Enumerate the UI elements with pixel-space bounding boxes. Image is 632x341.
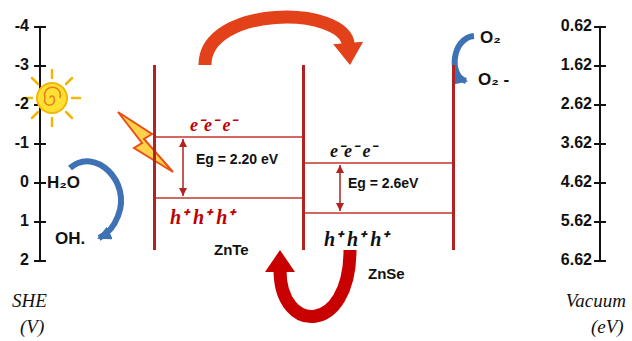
species-label: O₂ — [480, 28, 501, 48]
she-axis — [34, 27, 46, 261]
reaction-arrow — [70, 161, 121, 238]
band-text: Eg = 2.6eV — [348, 175, 418, 191]
axis-tick-label: 5.62 — [561, 212, 592, 230]
arrow-head — [265, 250, 295, 272]
axis-title: Vacuum — [566, 290, 626, 312]
band-text: h⁺ h⁺ h⁺ — [324, 225, 388, 252]
axis-tick-label: -1 — [15, 134, 29, 152]
axis-tick-label: 2.62 — [561, 95, 592, 113]
axis-tick-label: 4.62 — [561, 173, 592, 191]
charge-transfer-arrow — [205, 17, 363, 65]
charge-transfer-arrow — [265, 250, 350, 317]
axis-tick-label: -2 — [15, 95, 29, 113]
gap-arrow — [182, 139, 184, 196]
arrow-head — [333, 42, 363, 65]
species-label: O₂ - — [478, 70, 509, 90]
axis-title: (V) — [20, 316, 44, 338]
band-text: e⁻e⁻ e⁻ — [190, 112, 236, 136]
semiconductor-band: e⁻e⁻ e⁻Eg = 2.6eVh⁺ h⁺ h⁺ZnSe — [302, 65, 455, 250]
axis-tick-label: 3.62 — [561, 134, 592, 152]
band-text: Eg = 2.20 eV — [196, 151, 278, 167]
species-label: OH. — [55, 229, 85, 249]
reaction-arrow — [455, 36, 474, 81]
species-label: H₂O — [47, 173, 80, 193]
vacuum-axis — [594, 27, 606, 261]
axis-tick-label: 1 — [20, 212, 29, 230]
axis-title: SHE — [12, 290, 47, 312]
arrow-shaft — [205, 17, 348, 65]
axis-tick-label: -4 — [15, 17, 29, 35]
axis-tick-label: -3 — [15, 56, 29, 74]
axis-tick-label: 2 — [20, 251, 29, 269]
light-bolt — [118, 112, 173, 172]
sun-icon — [24, 70, 80, 126]
axis-tick-label: 0 — [20, 173, 29, 191]
arrow-shaft — [280, 250, 350, 317]
material-name: ZnTe — [214, 241, 249, 258]
axis-tick-label: 6.62 — [561, 251, 592, 269]
axis-title: (eV) — [591, 316, 624, 338]
band-text: e⁻e⁻ e⁻ — [330, 138, 376, 162]
material-name: ZnSe — [368, 265, 405, 282]
semiconductor-band: e⁻e⁻ e⁻Eg = 2.20 eVh⁺ h⁺ h⁺ZnTe — [153, 65, 305, 250]
axis-tick-label: 0.62 — [561, 17, 592, 35]
gap-arrow — [339, 165, 341, 211]
band-text: h⁺ h⁺ h⁺ — [170, 203, 234, 230]
axis-tick-label: 1.62 — [561, 56, 592, 74]
